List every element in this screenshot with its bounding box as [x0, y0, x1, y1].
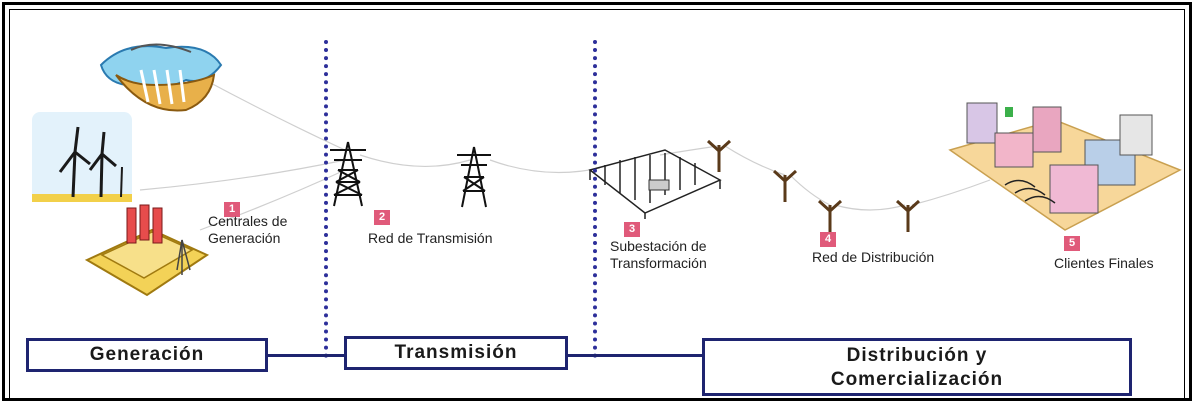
step-badge-3: 3 — [624, 222, 640, 237]
connector-2 — [566, 354, 704, 357]
connector-1 — [266, 354, 346, 357]
city-buildings-icon — [948, 102, 1182, 231]
step-label-5: Clientes Finales — [1054, 255, 1154, 271]
step-badge-4: 4 — [820, 232, 836, 247]
stage-generacion-label: Generación — [89, 344, 205, 365]
inner-frame — [9, 9, 1185, 401]
stage-generacion: Generación — [26, 338, 268, 372]
stage-transmision-label: Transmisión — [394, 342, 518, 363]
stage-distribucion-line1: Distribución y — [846, 345, 988, 366]
hydro-dam-icon — [99, 43, 223, 112]
distribution-pole-icon-3 — [817, 199, 843, 232]
step-label-4: Red de Distribución — [812, 249, 935, 265]
transmission-tower-icon — [330, 141, 366, 207]
step-label-1-line1: Centrales de — [208, 213, 288, 229]
transmission-tower-icon-2 — [457, 146, 491, 208]
divider-transmision-distribucion — [593, 40, 597, 358]
stage-distribucion-line2: Comercialización — [830, 369, 1004, 390]
step-label-1: Centrales de Generación — [208, 213, 287, 247]
power-plant-icon — [84, 204, 210, 297]
step-label-3-line2: Transformación — [610, 255, 707, 271]
divider-generacion-transmision — [324, 40, 328, 358]
step-badge-1: 1 — [224, 202, 240, 217]
step-badge-5: 5 — [1064, 236, 1080, 251]
step-label-3: Subestación de Transformación — [610, 238, 707, 272]
step-label-3-line1: Subestación de — [610, 238, 707, 254]
distribution-pole-icon — [706, 139, 732, 172]
step-label-1-line2: Generación — [208, 230, 281, 246]
distribution-pole-icon-4 — [895, 199, 921, 232]
step-label-2: Red de Transmisión — [368, 230, 493, 246]
step-badge-2: 2 — [374, 210, 390, 225]
stage-distribucion: Distribución y Comercialización — [702, 338, 1132, 396]
stage-transmision: Transmisión — [344, 336, 568, 370]
substation-icon — [588, 149, 722, 219]
outer-frame — [2, 2, 1192, 401]
distribution-pole-icon-2 — [772, 169, 798, 202]
wind-turbines-icon — [32, 112, 132, 202]
